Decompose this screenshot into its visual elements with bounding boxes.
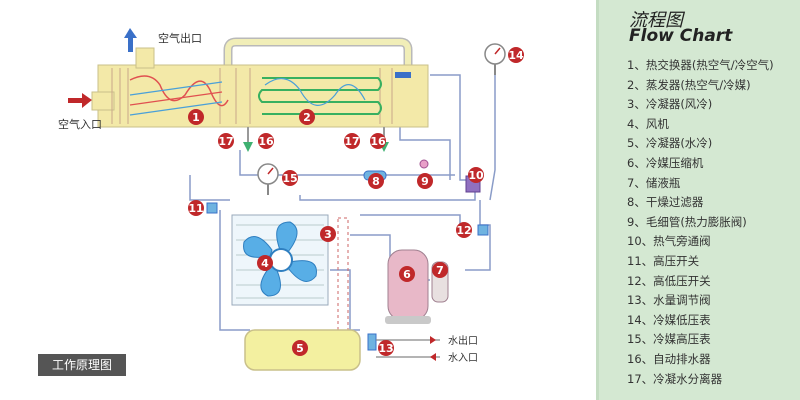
- legend-item: 12、高低压开关: [627, 273, 711, 288]
- diagram-caption: 工作原理图: [38, 354, 126, 376]
- marker-6: 6: [399, 266, 415, 282]
- svg-text:15: 15: [282, 172, 297, 185]
- legend-list: 1、热交换器(热空气/冷空气) 2、蒸发器(热空气/冷媒) 3、冷凝器(风冷) …: [627, 56, 774, 389]
- marker-14: 14: [508, 47, 524, 63]
- high-low-pressure-switch: [477, 224, 489, 236]
- svg-text:9: 9: [421, 175, 429, 188]
- water-outlet-label: 水出口: [448, 334, 478, 347]
- svg-text:16: 16: [258, 135, 274, 148]
- svg-text:2: 2: [303, 111, 311, 124]
- marker-7: 7: [432, 262, 448, 278]
- fan: [243, 221, 317, 297]
- marker-17: 17: [218, 133, 234, 149]
- compressor: [385, 249, 431, 324]
- svg-text:10: 10: [468, 169, 484, 182]
- legend-item: 6、冷媒压缩机: [627, 155, 704, 170]
- heat-exchanger-body: [97, 64, 429, 128]
- air-inlet-arrow: [68, 93, 92, 108]
- marker-10: 10: [468, 167, 484, 183]
- legend-item: 13、水量调节阀: [627, 293, 711, 308]
- legend-item: 1、热交换器(热空气/冷空气): [627, 58, 774, 72]
- air-outlet-duct: [135, 47, 155, 69]
- legend-item: 7、储液瓶: [627, 175, 681, 190]
- svg-text:14: 14: [508, 49, 524, 62]
- svg-text:17: 17: [344, 135, 359, 148]
- air-outlet-label: 空气出口: [158, 31, 202, 45]
- marker-8: 8: [368, 173, 384, 189]
- low-pressure-gauge: [484, 43, 506, 75]
- svg-text:4: 4: [261, 257, 269, 270]
- marker-3: 3: [320, 226, 336, 242]
- svg-text:8: 8: [372, 175, 380, 188]
- marker-11: 11: [188, 200, 204, 216]
- legend-item: 15、冷媒高压表: [627, 332, 711, 347]
- water-inlet-label: 水入口: [448, 352, 478, 364]
- air-inlet-label: 空气入口: [58, 117, 102, 131]
- air-inlet-duct: [91, 91, 115, 111]
- legend-item: 3、冷凝器(风冷): [627, 97, 713, 112]
- auto-drain-left: [243, 127, 253, 152]
- svg-text:11: 11: [188, 202, 203, 215]
- markers: 1 2 3 4 5 6 7 8 9 10 11 12 13 14 15 16 1…: [188, 47, 524, 356]
- marker-12: 12: [456, 222, 472, 238]
- hot-air-path: [129, 75, 229, 107]
- svg-text:16: 16: [370, 135, 386, 148]
- marker-13: 13: [378, 340, 394, 356]
- marker-9: 9: [417, 173, 433, 189]
- legend-panel: 流程图 Flow Chart 1、热交换器(热空气/冷空气) 2、蒸发器(热空气…: [596, 0, 800, 400]
- legend-item: 8、干燥过滤器: [627, 195, 704, 210]
- hx-fins: [111, 68, 393, 124]
- evaporator-coil: [258, 77, 382, 115]
- svg-text:6: 6: [403, 268, 411, 281]
- marker-15: 15: [282, 170, 298, 186]
- capillary-tube: [419, 159, 429, 169]
- legend-item: 4、风机: [627, 116, 669, 131]
- legend-item: 14、冷媒低压表: [627, 312, 711, 327]
- svg-text:13: 13: [378, 342, 393, 355]
- svg-text:17: 17: [218, 135, 233, 148]
- marker-5: 5: [292, 340, 308, 356]
- water-regulating-valve: [367, 333, 377, 351]
- marker-17b: 17: [344, 133, 360, 149]
- legend-subtitle: Flow Chart: [629, 26, 733, 46]
- svg-text:7: 7: [436, 264, 444, 277]
- marker-2: 2: [299, 109, 315, 125]
- marker-1: 1: [188, 109, 204, 125]
- blue-cap-top: [395, 72, 411, 78]
- legend-item: 10、热气旁通阀: [627, 234, 711, 249]
- marker-16: 16: [258, 133, 274, 149]
- high-pressure-gauge: [257, 163, 279, 195]
- high-pressure-switch: [206, 202, 218, 214]
- legend-item: 5、冷凝器(水冷): [627, 136, 713, 151]
- air-outlet-arrow: [124, 28, 137, 52]
- marker-16b: 16: [370, 133, 386, 149]
- marker-4: 4: [257, 255, 273, 271]
- legend-item: 11、高压开关: [627, 253, 700, 268]
- flow-diagram: 空气入口 空气出口: [58, 28, 524, 371]
- svg-text:5: 5: [296, 342, 304, 355]
- legend-item: 2、蒸发器(热空气/冷媒): [627, 77, 751, 92]
- svg-text:1: 1: [192, 111, 200, 124]
- svg-text:3: 3: [324, 228, 332, 241]
- svg-text:12: 12: [456, 224, 471, 237]
- legend-item: 9、毛细管(热力膨胀阀): [627, 214, 747, 229]
- legend-item: 17、冷凝水分离器: [627, 371, 723, 386]
- legend-title: 流程图: [629, 10, 683, 31]
- legend-item: 16、自动排水器: [627, 351, 711, 366]
